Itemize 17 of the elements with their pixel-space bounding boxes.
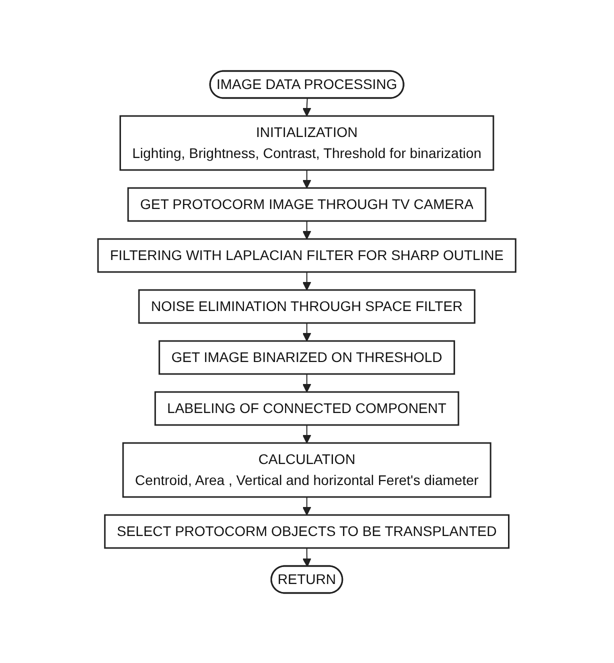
node-box: FILTERING WITH LAPLACIAN FILTER FOR SHARP OUTLINE [97,238,517,272]
node-box: GET PROTOCORM IMAGE THROUGH TV CAMERA [128,186,486,222]
node-box: CALCULATION Centroid, Area , Vertical and horizontal Feret's diameter [122,442,492,498]
arrow [302,98,312,116]
arrow [302,496,312,515]
arrow [302,169,312,188]
arrow [302,271,312,290]
node-box: INITIALIZATION Lighting, Brightness, Contrast, Threshold for binarization [120,114,494,170]
node-box: SELECT PROTOCORM OBJECTS TO BE TRANSPLANTED [104,514,510,548]
arrow [302,220,312,239]
arrow [302,373,312,392]
arrow [302,322,312,341]
node-box: GET IMAGE BINARIZED ON THRESHOLD [158,340,456,374]
arrow [302,424,312,443]
node-box: LABELING OF CONNECTED COMPONENT [154,390,460,426]
arrow [302,547,312,566]
node-box: NOISE ELIMINATION THROUGH SPACE FILTER [138,288,476,324]
